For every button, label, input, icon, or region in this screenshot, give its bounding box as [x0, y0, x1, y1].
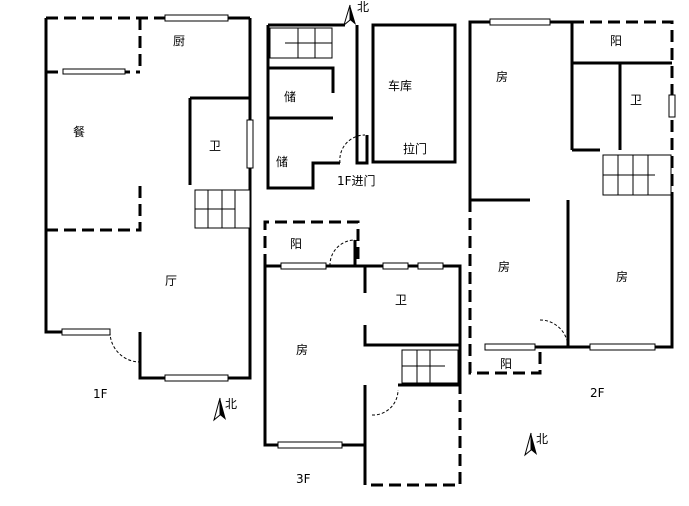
floor-label-1f: 1F [93, 387, 108, 401]
room-bath: 卫 [630, 93, 643, 107]
room-bedroom: 房 [616, 270, 629, 284]
room-balcony: 阳 [500, 357, 513, 371]
floor-2-walls [468, 18, 676, 375]
north-label: 北 [357, 0, 370, 14]
room-bedroom: 房 [498, 260, 511, 274]
room-bedroom: 房 [496, 70, 509, 84]
north-arrow-icon [213, 397, 226, 422]
floor-3-walls [263, 220, 462, 487]
north-arrow-icon [343, 4, 356, 27]
sliding-door-label: 拉门 [403, 142, 428, 156]
room-storage: 储 [276, 155, 289, 169]
floor-1-walls [44, 14, 254, 382]
room-balcony: 阳 [290, 237, 303, 251]
north-label: 北 [536, 432, 549, 446]
room-balcony: 阳 [610, 34, 623, 48]
entrance-label: 1F进门 [337, 174, 376, 188]
room-dining: 餐 [73, 125, 86, 139]
floor-label-3f: 3F [296, 472, 311, 486]
room-bath: 卫 [395, 293, 408, 307]
room-bath: 卫 [209, 139, 222, 153]
room-bedroom: 房 [296, 343, 309, 357]
stairs [401, 349, 459, 384]
stairs [194, 189, 251, 229]
room-living: 厅 [165, 274, 178, 288]
north-label: 北 [225, 397, 238, 411]
floor-label-2f: 2F [590, 386, 605, 400]
floor-1-entrance-walls [266, 23, 457, 190]
room-garage: 车库 [388, 79, 413, 93]
room-storage: 储 [284, 90, 297, 104]
room-kitchen: 厨 [173, 34, 186, 48]
stairs [269, 27, 333, 59]
stairs [602, 154, 672, 196]
north-arrow-icon [524, 432, 537, 457]
